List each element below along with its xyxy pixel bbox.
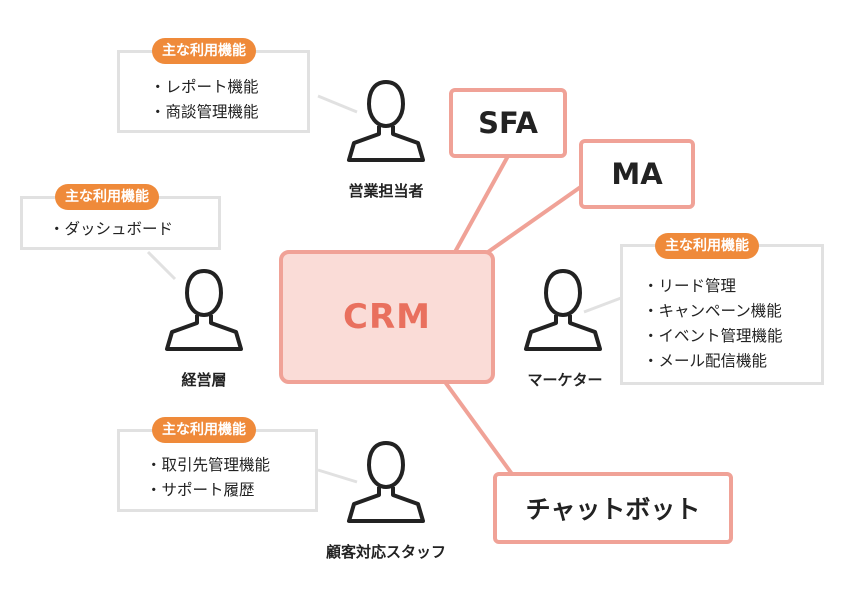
- callout-tail-management: [146, 250, 177, 281]
- marketer-feature-list: リード管理 キャンペーン機能 イベント管理機能 メール配信機能: [623, 247, 821, 374]
- feature-item: メール配信機能: [643, 349, 821, 374]
- feature-item: 商談管理機能: [150, 100, 307, 125]
- marketer-role-label: マーケター: [527, 371, 603, 389]
- connector-crm-ma: [486, 184, 584, 254]
- callout-tail-sales: [317, 94, 358, 114]
- management-role-label: 経営層: [181, 371, 227, 389]
- feature-item: レポート機能: [150, 75, 307, 100]
- feature-item: リード管理: [643, 274, 821, 299]
- person-icon: [347, 441, 425, 523]
- support-role-label: 顧客対応スタッフ: [325, 543, 447, 561]
- marketer-feature-badge: 主な利用機能: [655, 233, 759, 259]
- feature-item: ダッシュボード: [49, 217, 218, 242]
- feature-item: サポート履歴: [146, 478, 315, 503]
- crm-label: CRM: [343, 297, 431, 337]
- chatbot-node: チャットボット: [493, 472, 733, 544]
- management-feature-list: ダッシュボード: [23, 199, 218, 242]
- feature-item: キャンペーン機能: [643, 299, 821, 324]
- connector-crm-chatbot: [443, 380, 514, 476]
- sfa-node: SFA: [449, 88, 567, 158]
- sales-feature-badge: 主な利用機能: [152, 38, 256, 64]
- management-feature-badge: 主な利用機能: [55, 184, 159, 210]
- feature-item: イベント管理機能: [643, 324, 821, 349]
- callout-tail-marketer: [583, 296, 622, 314]
- person-icon: [165, 269, 243, 351]
- marketer-feature-panel: リード管理 キャンペーン機能 イベント管理機能 メール配信機能: [620, 244, 824, 385]
- support-feature-list: 取引先管理機能 サポート履歴: [120, 432, 315, 503]
- connector-crm-sfa: [453, 155, 510, 253]
- support-feature-badge: 主な利用機能: [152, 417, 256, 443]
- person-icon: [347, 80, 425, 162]
- feature-item: 取引先管理機能: [146, 453, 315, 478]
- sales-role-label: 営業担当者: [348, 182, 424, 200]
- crm-node: CRM: [279, 250, 495, 384]
- ma-node: MA: [579, 139, 695, 209]
- callout-tail-support: [317, 468, 358, 484]
- sales-feature-list: レポート機能 商談管理機能: [120, 53, 307, 125]
- person-icon: [524, 269, 602, 351]
